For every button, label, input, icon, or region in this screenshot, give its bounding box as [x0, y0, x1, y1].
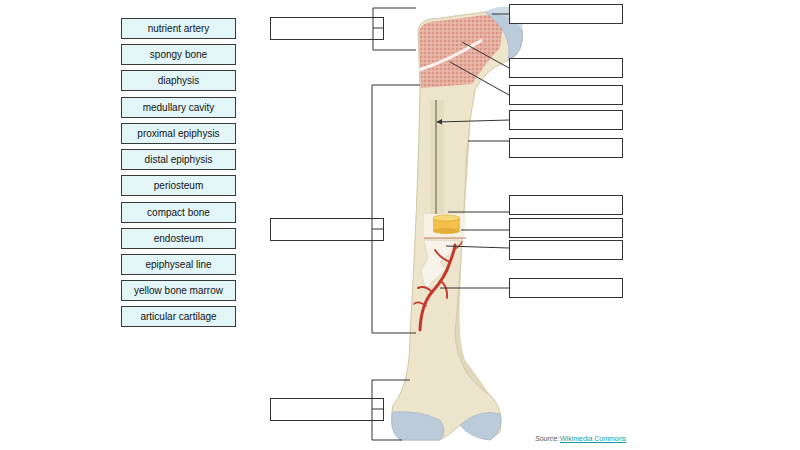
term-box: diaphysis: [121, 70, 236, 91]
articular-cartilage: [392, 412, 444, 440]
endosteum-line: [436, 100, 437, 215]
leader-line: [437, 120, 509, 122]
nutrient-artery: [435, 250, 450, 262]
periosteum-edge: [424, 238, 466, 239]
source-link: Wikimedia Commons: [560, 434, 626, 443]
bone-shading: [455, 120, 490, 395]
term-text: spongy bone: [150, 49, 207, 60]
term-box: proximal epiphysis: [121, 123, 236, 144]
answer-box: [510, 279, 623, 298]
term-text: epiphyseal line: [145, 259, 211, 270]
term-text: diaphysis: [158, 75, 200, 86]
answer-box: [271, 219, 384, 241]
term-text: proximal epiphysis: [137, 128, 219, 139]
term-box: spongy bone: [121, 44, 236, 65]
leader-line: [448, 212, 509, 213]
articular-cartilage: [460, 412, 501, 440]
term-box: nutrient artery: [121, 18, 236, 39]
yellow-marrow: [433, 215, 460, 221]
leader-line: [446, 246, 509, 248]
answer-box: [510, 139, 623, 158]
spongy-bone: [419, 15, 503, 88]
bone-outline: [392, 11, 523, 440]
term-text: endosteum: [154, 233, 203, 244]
term-text: yellow bone marrow: [134, 285, 223, 296]
answer-box: [510, 241, 623, 260]
answer-box: [271, 18, 384, 40]
term-box: yellow bone marrow: [121, 280, 236, 301]
term-box: articular cartilage: [121, 306, 236, 327]
source-note: Source:: [535, 434, 559, 443]
compact-bone-cut: [424, 214, 466, 238]
term-box: medullary cavity: [121, 97, 236, 118]
leader-line: [468, 141, 509, 142]
bracket: [372, 380, 410, 440]
bracket: [373, 8, 416, 50]
term-text: articular cartilage: [140, 311, 216, 322]
leader-line: [440, 288, 509, 289]
answer-box: [510, 111, 623, 130]
nutrient-artery: [442, 282, 447, 298]
leader-line: [492, 14, 509, 15]
bracket: [372, 85, 420, 333]
nutrient-artery: [414, 302, 426, 306]
term-box: endosteum: [121, 228, 236, 249]
term-box: epiphyseal line: [121, 254, 236, 275]
answer-box: [510, 59, 623, 78]
answer-box: [510, 196, 623, 215]
answer-box: [271, 399, 384, 421]
answer-box: [510, 86, 623, 105]
nutrient-artery: [418, 287, 432, 292]
leader-line: [450, 62, 509, 95]
term-box: periosteum: [121, 175, 236, 196]
term-text: medullary cavity: [143, 102, 215, 113]
yellow-marrow: [433, 228, 460, 234]
medullary-band: [430, 100, 444, 215]
answer-box: [510, 219, 623, 238]
term-text: nutrient artery: [148, 23, 210, 34]
term-text: distal epiphysis: [145, 154, 213, 165]
term-box: compact bone: [121, 202, 236, 223]
term-text: periosteum: [154, 180, 203, 191]
term-box: distal epiphysis: [121, 149, 236, 170]
leader-line: [462, 42, 509, 68]
answer-box: [510, 5, 623, 24]
term-text: compact bone: [147, 207, 210, 218]
epiphyseal-line: [419, 40, 482, 70]
leader-line: [461, 230, 509, 231]
